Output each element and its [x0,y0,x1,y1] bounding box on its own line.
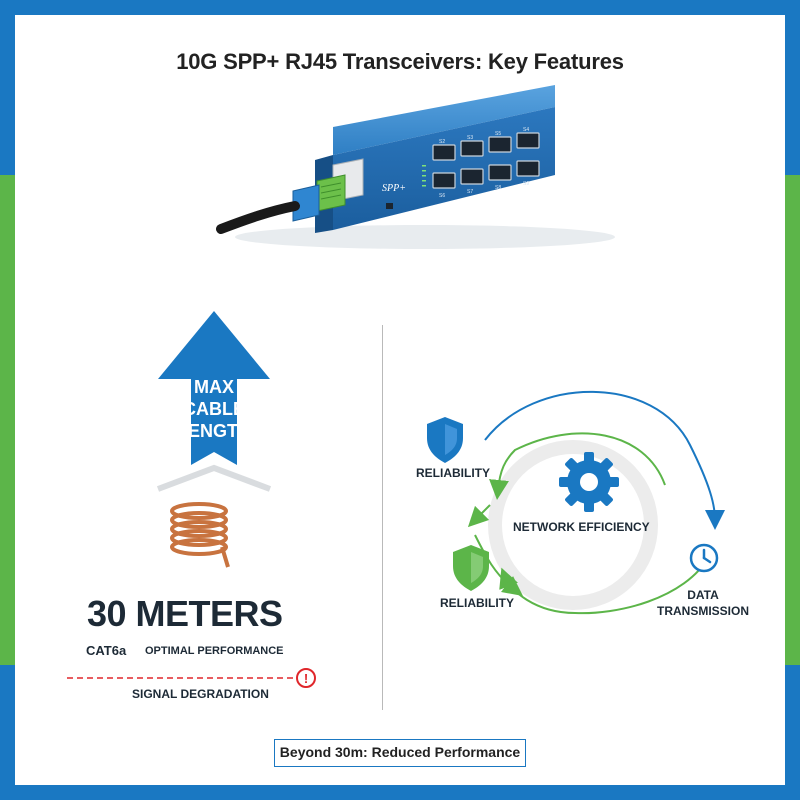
optimal-performance-label: OPTIMAL PERFORMANCE [145,645,284,657]
copper-coil-icon [170,502,230,568]
arrow-label-line: MAX [194,377,234,397]
warning-icon [296,668,316,688]
port-label: S3 [467,135,473,141]
distance-value: 30 METERS [87,593,283,634]
page-title: 10G SPP+ RJ45 Transceivers: Key Features [176,49,624,74]
warning-symbol: ! [304,671,308,686]
cycle-diagram [467,390,725,615]
gear-icon [559,452,619,512]
port-label: S5 [495,131,501,137]
footer-note: Beyond 30m: Reduced Performance [274,739,526,767]
port-label: S9 [523,181,529,187]
clock-icon [689,543,719,573]
port-label: S6 [439,193,445,199]
content-panel: 10G SPP+ RJ45 Transceivers: Key Features [15,15,785,785]
reliability-label-top: RELIABILITY [416,466,490,480]
port-label: S7 [467,189,473,195]
port-label: S8 [495,185,501,191]
network-efficiency-label: NETWORK EFFICIENCY [513,520,650,534]
switch-device: S2 S3 S5 S4 S6 S7 S8 S9 SPP+ [216,85,615,249]
port-label: S4 [523,127,529,133]
shield-blue-icon [427,417,463,463]
port-grid [432,132,540,189]
brand-mark: SPP+ [382,183,406,194]
illustration: S2 S3 S5 S4 S6 S7 S8 S9 SPP+ [67,85,725,688]
port-label: S2 [439,139,445,145]
network-cable [216,201,300,234]
arrow-label-line: CABLE [183,399,245,419]
arrow-label-line: LENGTH [177,421,251,441]
small-port [386,203,393,209]
status-leds [422,165,426,187]
cable-type-label: CAT6a [86,643,127,658]
max-length-arrow [156,311,272,492]
data-transmission-label: DATA TRANSMISSION [656,588,749,618]
section-divider [382,325,383,710]
reliability-label-bottom: RELIABILITY [440,596,514,610]
shield-green-icon [453,545,489,591]
signal-degradation-label: SIGNAL DEGRADATION [132,687,269,701]
